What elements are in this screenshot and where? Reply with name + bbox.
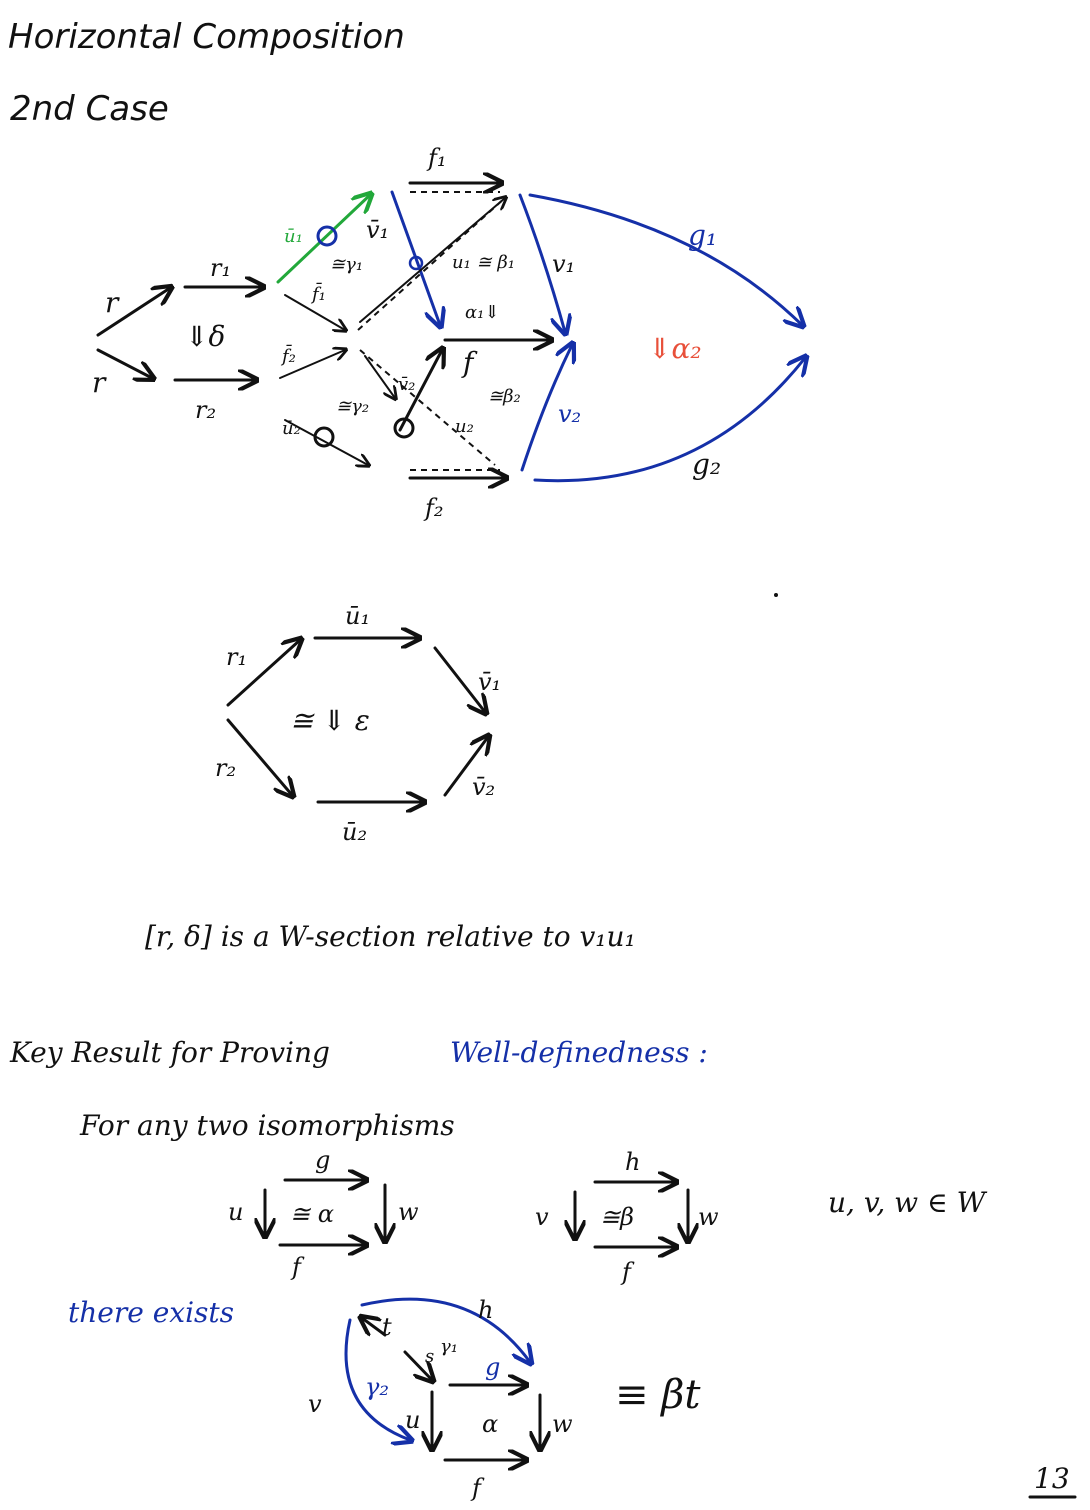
sq3-arrow-t	[362, 1318, 387, 1337]
sq3-label-alpha: α	[482, 1410, 498, 1438]
sq2-label-left: v	[535, 1203, 549, 1231]
page-subtitle: 2nd Case	[10, 89, 169, 129]
hex-label-r1: r₁	[226, 643, 247, 671]
hex-arrow-v1bar	[433, 646, 485, 712]
stray-ink-dot	[774, 593, 778, 597]
sq1-label-bottom: f	[290, 1253, 305, 1281]
sq3-label-f: f	[470, 1474, 485, 1502]
arrow-u2	[398, 350, 442, 432]
square-beta: h f v w ≅β	[535, 1148, 719, 1286]
hex-arrow-r2	[226, 718, 292, 795]
sq3-label-gamma1: γ₁	[440, 1336, 458, 1357]
sq2-label-right: w	[698, 1203, 719, 1231]
label-r-lower: r	[92, 366, 107, 399]
label-u2bar: ū₂	[282, 418, 301, 439]
label-f1: f₁	[426, 144, 447, 172]
sq3-arrow-h	[360, 1297, 530, 1362]
hex-label-r2: r₂	[215, 754, 236, 782]
label-v1bar: v̄₁	[366, 216, 389, 244]
section-circle-lower	[313, 426, 335, 448]
equivalence-beta-t: ≡ βt	[615, 1372, 701, 1418]
label-v1: v₁	[552, 250, 575, 278]
sq3-label-h: h	[478, 1296, 493, 1324]
label-g1: g₁	[688, 219, 717, 252]
section-circle-u2	[393, 417, 415, 439]
hex-arrow-v2bar	[443, 737, 488, 797]
label-f2bar: f̄₂	[280, 343, 296, 367]
arrow-r-upper	[96, 288, 170, 337]
hex-label-v2bar: v̄₂	[472, 773, 495, 801]
arrow-r-lower	[96, 348, 152, 378]
sq3-label-g: g	[485, 1353, 500, 1381]
composition-diagram: r r r₁ r₂ ⇓δ ū₁ v̄₁ f̄₁ f̄₂ ū₂ ≅γ₁ ≅γ₂ v…	[92, 144, 805, 522]
label-r-upper: r	[105, 286, 120, 319]
label-delta: ⇓δ	[185, 320, 225, 353]
square-exists: h t s γ₁ g γ₂ v u α w f	[308, 1296, 573, 1502]
arrow-v1	[518, 193, 565, 332]
label-alpha1: α₁⇓	[465, 302, 499, 323]
sq1-label-right: w	[398, 1198, 419, 1226]
label-f-middle: f	[461, 346, 478, 379]
sq2-label-center: ≅β	[600, 1203, 634, 1231]
arrow-v2	[520, 345, 572, 472]
sq3-label-s: s	[425, 1346, 434, 1367]
hexagon-diagram: r₁ r₂ ū₁ ū₂ v̄₁ v̄₂ ≅ ⇓ ε	[215, 602, 501, 846]
sq3-label-u: u	[405, 1406, 420, 1434]
label-u1-beta1: u₁ ≅ β₁	[452, 252, 515, 273]
sq3-label-w: w	[552, 1410, 573, 1438]
w-section-statement: [r, δ] is a W-section relative to v₁u₁	[145, 920, 636, 953]
arrow-g1	[528, 193, 802, 325]
sq3-label-t: t	[382, 1313, 392, 1341]
label-u1bar: ū₁	[284, 226, 303, 247]
label-v2bar: v̄₂	[398, 374, 415, 395]
arrow-u1bar-green	[276, 195, 370, 284]
sq1-label-center: ≅ α	[290, 1200, 334, 1228]
sq3-label-v: v	[308, 1390, 322, 1418]
label-u2: u₂	[455, 416, 474, 437]
key-result-heading: Key Result for Proving	[9, 1036, 330, 1069]
label-gamma2: ≅γ₂	[336, 396, 369, 417]
label-r1: r₁	[210, 254, 231, 282]
label-gamma1: ≅γ₁	[330, 254, 363, 275]
sq2-label-top: h	[625, 1148, 640, 1176]
there-exists-label: there exists	[68, 1296, 234, 1329]
label-f2: f₂	[423, 494, 444, 522]
page-number: 13	[1034, 1462, 1070, 1495]
arrow-g2	[533, 358, 805, 483]
hex-center-label: ≅ ⇓ ε	[290, 704, 370, 737]
arrow-diagonal-lower	[364, 355, 395, 398]
page-title: Horizontal Composition	[8, 17, 405, 57]
sq3-label-gamma2: γ₂	[365, 1373, 389, 1401]
hex-arrow-r1	[226, 640, 300, 707]
label-beta2: ≅β₂	[488, 386, 521, 407]
sq3-arrow-s	[403, 1350, 432, 1380]
label-alpha2: ⇓α₂	[648, 332, 702, 365]
sq2-label-bottom: f	[620, 1258, 635, 1286]
membership-label: u, v, w ∈ W	[828, 1186, 988, 1219]
key-result-line: For any two isomorphisms	[79, 1109, 455, 1142]
hex-label-u1bar: ū₁	[345, 602, 370, 630]
arrow-f1bar	[284, 294, 345, 330]
label-g2: g₂	[692, 448, 721, 481]
sq1-label-left: u	[228, 1198, 243, 1226]
label-r2: r₂	[195, 396, 216, 424]
label-f1bar: f̄₁	[310, 281, 326, 305]
sq1-label-top: g	[315, 1146, 330, 1174]
hex-label-v1bar: v̄₁	[478, 668, 501, 696]
square-alpha: g f u w ≅ α	[228, 1146, 419, 1281]
sq3-arrow-gamma2	[344, 1318, 410, 1440]
section-circle-upper	[316, 225, 338, 247]
key-result-highlight: Well-definedness :	[450, 1036, 708, 1069]
arrow-diagonal-upper	[359, 198, 505, 323]
arrow-v1bar	[390, 190, 440, 325]
arrow-u2bar	[284, 419, 368, 465]
section-circle-mid	[408, 255, 424, 271]
arrow-f2bar	[279, 350, 345, 379]
dashed-diagonal-lower	[359, 349, 496, 466]
label-v2: v₂	[558, 400, 581, 428]
hex-label-u2bar: ū₂	[342, 818, 367, 846]
